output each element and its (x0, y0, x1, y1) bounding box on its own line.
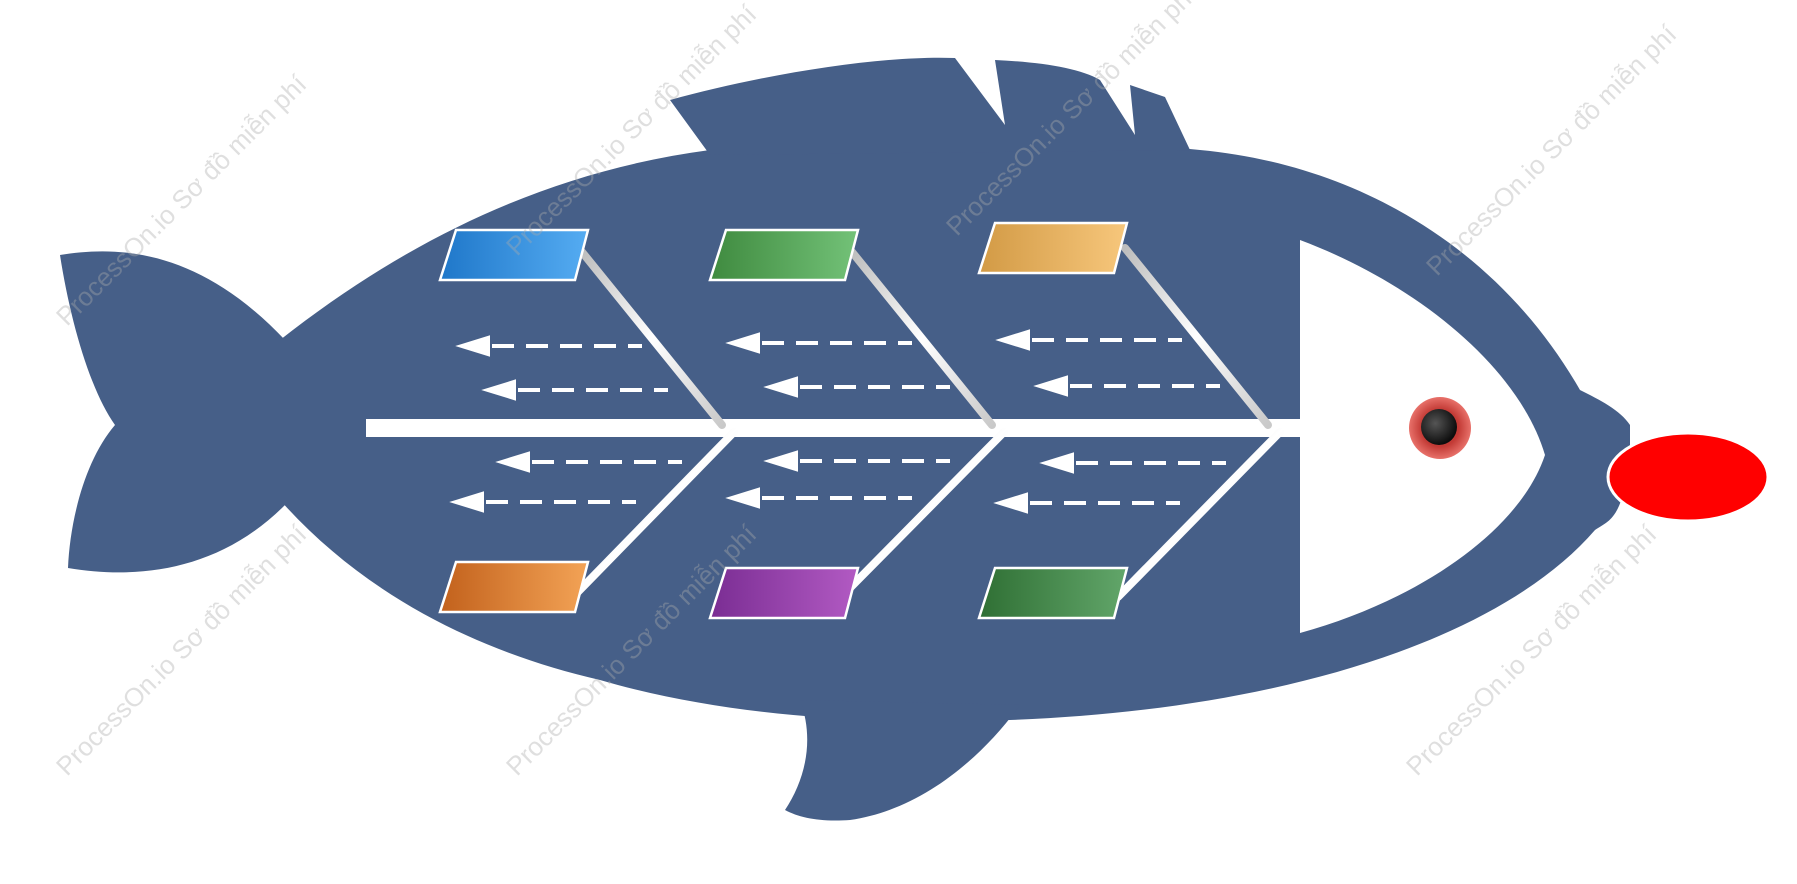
fish-spine (366, 419, 1302, 437)
arrow-top-2-b (763, 376, 950, 398)
category-box-bottom-1[interactable] (438, 560, 590, 614)
category-boxes (438, 221, 1129, 620)
problem-mouth-ellipse[interactable] (1606, 431, 1770, 523)
fish-dorsal-fin (670, 57, 1190, 156)
category-box-top-1[interactable] (438, 228, 590, 282)
top-bones (578, 244, 1272, 429)
arrow-top-2-a (725, 332, 912, 354)
bone-top-1 (578, 248, 726, 429)
arrow-top-1-a (455, 335, 642, 357)
fish-eye (1409, 397, 1471, 459)
arrow-top-3-a (995, 329, 1182, 351)
eye-pupil (1421, 409, 1457, 445)
bone-bottom-1 (569, 428, 738, 601)
fish-tail (60, 251, 300, 573)
arrow-top-3-b (1033, 375, 1220, 397)
bottom-bones (569, 428, 1284, 601)
arrow-bottom-3-a (1039, 452, 1226, 474)
arrow-bottom-2-b (725, 487, 912, 509)
category-box-top-3[interactable] (977, 221, 1129, 275)
category-box-top-2[interactable] (708, 228, 860, 282)
bone-top-3 (1121, 244, 1272, 429)
arrow-top-1-b (481, 379, 668, 401)
category-box-bottom-2[interactable] (708, 566, 860, 620)
arrow-bottom-1-a (495, 451, 682, 473)
sub-cause-arrows (449, 329, 1226, 514)
category-box-bottom-3[interactable] (977, 566, 1129, 620)
arrow-bottom-2-a (763, 450, 950, 472)
fish-pelvic-fin (785, 700, 1020, 821)
bone-top-2 (848, 248, 996, 429)
arrow-bottom-1-b (449, 491, 636, 513)
bone-bottom-2 (841, 428, 1008, 597)
bone-bottom-3 (1114, 428, 1284, 601)
arrow-bottom-3-b (993, 492, 1180, 514)
